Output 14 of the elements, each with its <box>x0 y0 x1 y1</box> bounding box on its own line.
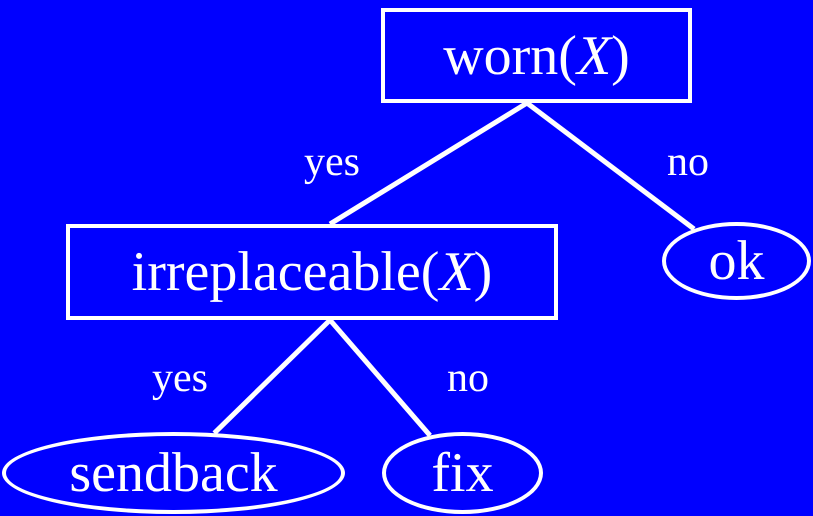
node-label: worn(X) <box>443 28 630 84</box>
node-label: ok <box>708 233 764 289</box>
decision-box <box>66 224 558 320</box>
outcome-ellipse <box>2 432 345 514</box>
node-label: irreplaceable(X) <box>132 244 492 300</box>
connector-line <box>526 101 696 231</box>
node-label: sendback <box>69 445 278 501</box>
connector-line <box>212 318 332 435</box>
connector-line <box>328 100 528 226</box>
node-label: fix <box>431 445 494 501</box>
decision-box <box>381 8 692 103</box>
connector-line <box>328 318 432 438</box>
outcome-ellipse <box>382 432 543 514</box>
outcome-ellipse <box>662 222 811 300</box>
